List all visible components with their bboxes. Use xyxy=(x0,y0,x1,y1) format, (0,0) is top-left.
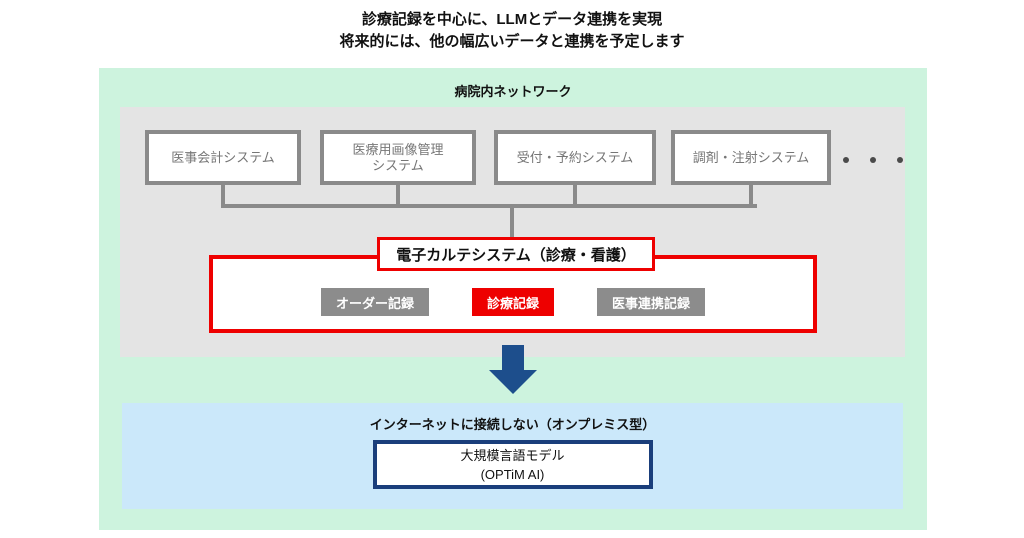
connector-stub-reception xyxy=(573,185,577,208)
emr-system-title-box: 電子カルテシステム（診療・看護） xyxy=(377,237,655,271)
systems-panel: 医事会計システム 医療用画像管理 システム 受付・予約システム 調剤・注射システ… xyxy=(120,107,905,357)
diagram-title: 診療記録を中心に、LLMとデータ連携を実現 将来的には、他の幅広いデータと連携を… xyxy=(0,9,1024,53)
title-line-1: 診療記録を中心に、LLMとデータ連携を実現 xyxy=(361,11,663,28)
hospital-network-container: 病院内ネットワーク 医事会計システム 医療用画像管理 システム 受付・予約システ… xyxy=(99,68,927,530)
down-arrow-head xyxy=(489,370,537,394)
down-arrow-stem xyxy=(502,345,524,370)
connector-bus-line xyxy=(221,204,757,208)
ellipsis-dot xyxy=(897,157,903,163)
down-arrow-icon xyxy=(99,345,927,394)
onpremise-label: インターネットに接続しない（オンプレミス型） xyxy=(369,417,656,432)
system-box-imaging: 医療用画像管理 システム xyxy=(320,130,476,185)
system-box-pharmacy: 調剤・注射システム xyxy=(671,130,831,185)
record-box-medical-care: 診療記録 xyxy=(471,288,554,316)
connector-stub-accounting xyxy=(221,185,225,208)
ellipsis-dot xyxy=(843,157,849,163)
llm-box: 大規模言語モデル (OPTiM AI) xyxy=(372,440,653,489)
hospital-network-label: 病院内ネットワーク xyxy=(454,84,572,99)
more-systems-ellipsis-icon xyxy=(843,155,903,165)
title-line-2: 将来的には、他の幅広いデータと連携を予定します xyxy=(339,33,685,50)
ellipsis-dot xyxy=(870,157,876,163)
connector-trunk-line xyxy=(510,208,514,240)
connector-stub-pharmacy xyxy=(749,185,753,208)
system-box-reception: 受付・予約システム xyxy=(494,130,656,185)
record-box-medical-affairs: 医事連携記録 xyxy=(597,288,706,316)
connector-stub-imaging xyxy=(396,185,400,208)
onpremise-zone: インターネットに接続しない（オンプレミス型） 大規模言語モデル (OPTiM A… xyxy=(122,403,903,509)
system-box-accounting: 医事会計システム xyxy=(145,130,301,185)
record-box-order: オーダー記録 xyxy=(320,288,429,316)
